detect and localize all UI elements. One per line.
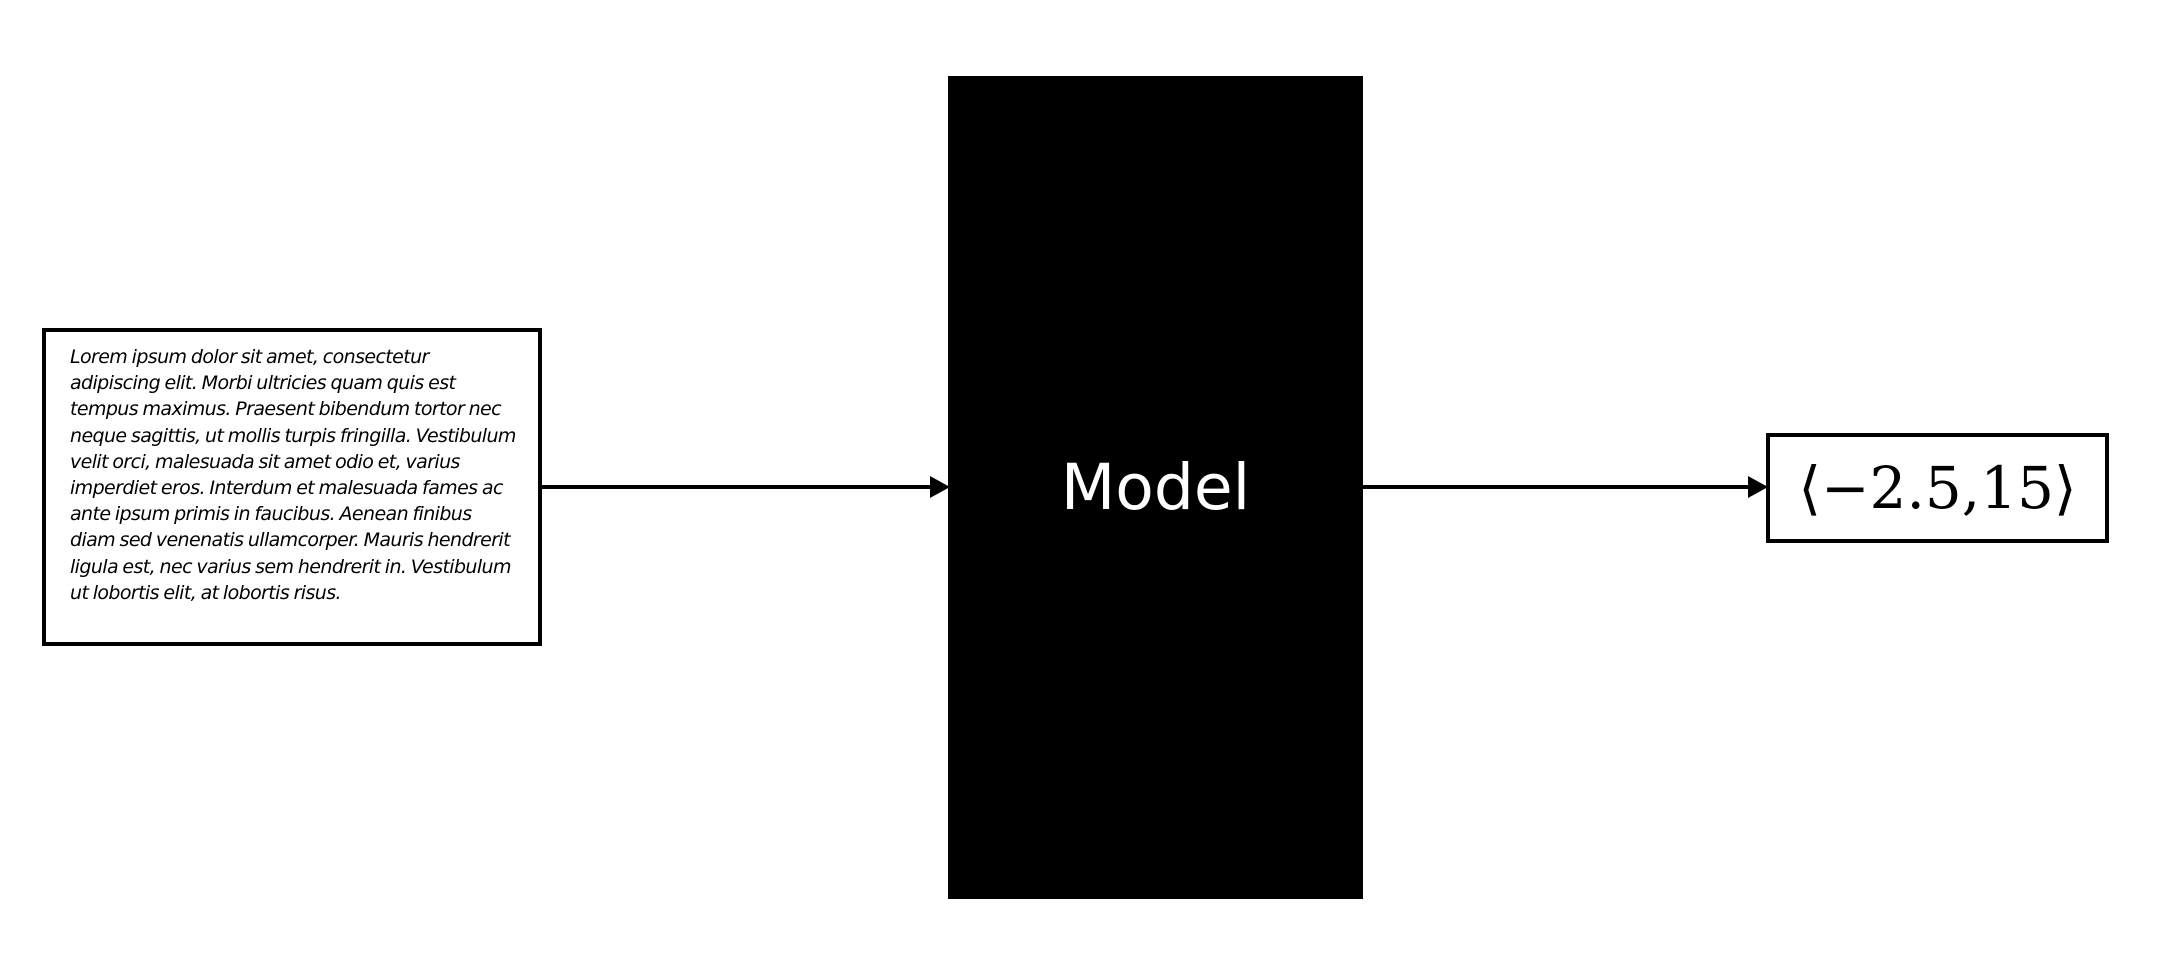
arrow-input-to-model (542, 476, 950, 498)
model-block: Model (948, 76, 1363, 899)
output-value: ⟨−2.5,15⟩ (1798, 454, 2077, 522)
model-label: Model (1060, 451, 1251, 524)
arrow-model-to-output (1363, 476, 1768, 498)
arrowhead-icon (930, 476, 950, 498)
input-text: Lorem ipsum dolor sit amet, consectetur … (70, 346, 516, 604)
input-text-box: Lorem ipsum dolor sit amet, consectetur … (42, 328, 542, 646)
arrowhead-icon (1748, 476, 1768, 498)
output-box: ⟨−2.5,15⟩ (1766, 433, 2109, 543)
